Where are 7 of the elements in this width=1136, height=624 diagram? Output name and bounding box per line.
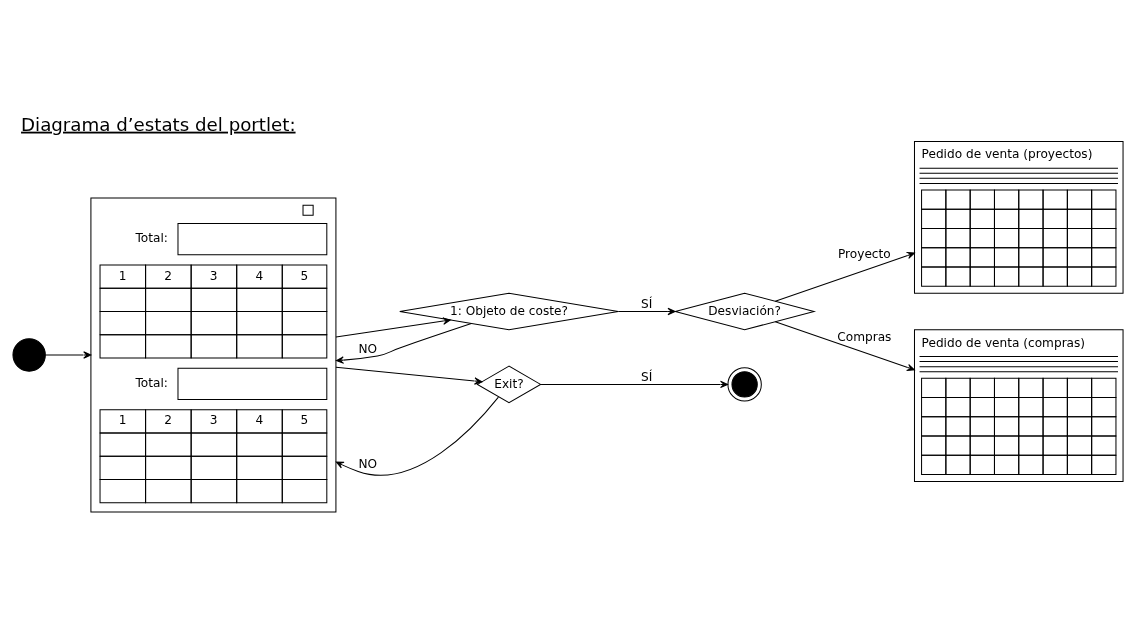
- edge-label: SÍ: [641, 296, 653, 311]
- edge-label: Compras: [837, 329, 892, 344]
- edge-label: NO: [358, 456, 378, 471]
- diagram-title: Diagrama d’estats del portlet:: [21, 113, 296, 135]
- edge-label: Proyecto: [838, 246, 891, 261]
- edge-label: SÍ: [641, 369, 653, 384]
- edge-label: NO: [358, 341, 378, 356]
